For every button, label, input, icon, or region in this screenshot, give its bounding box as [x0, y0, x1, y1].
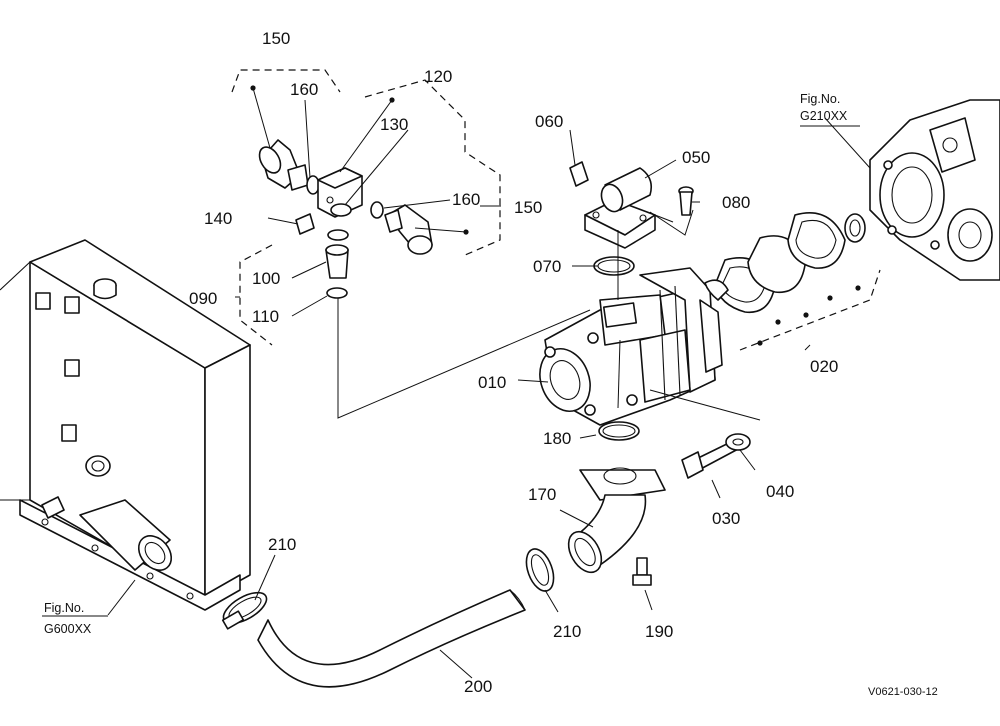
suction-hose — [257, 589, 526, 688]
hose-clamp-left — [221, 591, 268, 630]
o-ring-130 — [327, 229, 349, 241]
drain-plug — [632, 557, 652, 586]
ref-g210-line2: G210XX — [800, 109, 848, 123]
callout-190: 190 — [645, 622, 673, 641]
pressure-elbow — [584, 167, 656, 249]
callout-210-left: 210 — [268, 535, 296, 554]
callout-100: 100 — [252, 269, 280, 288]
callout-050: 050 — [682, 148, 710, 167]
leader-lines — [42, 87, 871, 679]
suction-elbow — [567, 467, 666, 574]
callout-160-right: 160 — [452, 190, 480, 209]
callout-070: 070 — [533, 257, 561, 276]
callout-150-right: 150 — [514, 198, 542, 217]
callout-130: 130 — [380, 115, 408, 134]
callout-120: 120 — [424, 67, 452, 86]
callout-060: 060 — [535, 112, 563, 131]
plug-140 — [295, 213, 315, 235]
bracket-120 — [364, 79, 501, 256]
elbow-fitting-left — [258, 139, 309, 191]
callout-110: 110 — [252, 307, 279, 326]
callout-160-top: 160 — [290, 80, 318, 99]
adapter-100 — [325, 244, 349, 279]
o-ring-160b — [370, 201, 384, 219]
callout-200: 200 — [464, 677, 492, 696]
callout-140: 140 — [204, 209, 232, 228]
callout-020: 020 — [810, 357, 838, 376]
bleeder-080 — [678, 186, 694, 216]
bracket-150-top — [231, 69, 341, 93]
hydraulic-pump — [539, 267, 723, 426]
callout-090: 090 — [189, 289, 217, 308]
bracket-020 — [739, 269, 881, 351]
washer-040 — [725, 433, 751, 451]
leader-dots — [250, 85, 861, 346]
block-fitting — [317, 167, 363, 218]
ref-g600-line1: Fig.No. — [44, 601, 84, 615]
transmission-case — [869, 99, 1000, 281]
callout-080: 080 — [722, 193, 750, 212]
callout-030: 030 — [712, 509, 740, 528]
callout-150-top: 150 — [262, 29, 290, 48]
plug-060 — [569, 161, 589, 187]
o-ring-110 — [326, 287, 348, 299]
callout-170: 170 — [528, 485, 556, 504]
ref-g600-line2: G600XX — [44, 622, 92, 636]
callout-010: 010 — [478, 373, 506, 392]
hose-clamp-right — [525, 548, 555, 592]
gasket-set — [704, 211, 866, 314]
callout-210-right: 210 — [553, 622, 581, 641]
callout-180: 180 — [543, 429, 571, 448]
seal-ring — [844, 213, 866, 243]
figure-code: V0621-030-12 — [868, 686, 938, 698]
hydraulic-tank — [0, 239, 251, 611]
callout-040: 040 — [766, 482, 794, 501]
bracket-090 — [239, 244, 273, 346]
ref-g210-line1: Fig.No. — [800, 92, 840, 106]
elbow-fitting-right — [384, 204, 433, 255]
